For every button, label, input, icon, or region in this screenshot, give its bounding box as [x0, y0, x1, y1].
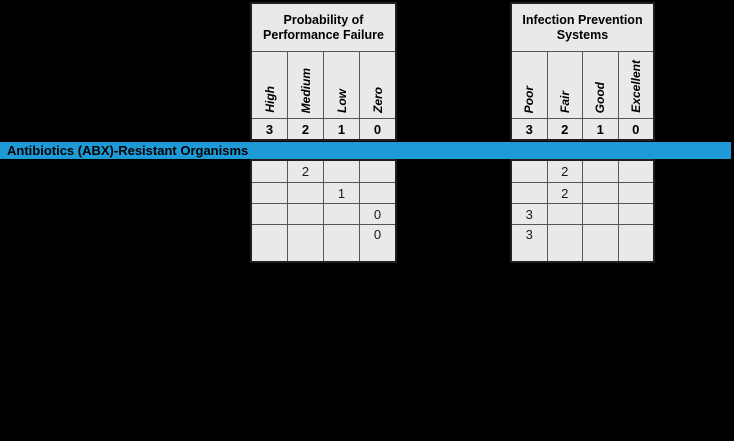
rating-cell: [618, 183, 653, 203]
infection-prevention-ratings-grid: 2 2 3 3: [510, 159, 655, 263]
column-header-zero-label: Zero: [370, 86, 385, 113]
performance-failure-ratings-grid: 2 1 0 0: [250, 159, 397, 263]
column-header-medium: Medium: [288, 52, 323, 118]
column-header-high-label: High: [262, 86, 277, 113]
performance-failure-title: Probability of Performance Failure: [252, 4, 395, 51]
column-header-poor-label: Poor: [522, 85, 537, 113]
infection-prevention-header-table: Infection Prevention Systems Poor Fair G…: [510, 2, 655, 141]
rating-cell: [252, 161, 287, 182]
rating-cell: [547, 204, 582, 224]
column-header-fair: Fair: [547, 52, 582, 118]
column-header-medium-label: Medium: [298, 67, 313, 113]
rating-cell: 3: [512, 225, 547, 261]
rating-cell: [583, 204, 618, 224]
score-cell-medium: 2: [288, 119, 323, 139]
column-header-low-label: Low: [334, 89, 349, 113]
rating-cell: [512, 161, 547, 182]
score-cell-poor: 3: [512, 119, 547, 139]
rating-cell: [288, 204, 323, 224]
abx-resistant-organisms-banner: Antibiotics (ABX)-Resistant Organisms: [0, 141, 731, 160]
score-cell-low: 1: [324, 119, 359, 139]
column-header-zero: Zero: [360, 52, 395, 118]
rating-cell: [583, 161, 618, 182]
rating-cell: [252, 204, 287, 224]
performance-failure-header-table: Probability of Performance Failure High …: [250, 2, 397, 141]
rating-cell: [512, 183, 547, 203]
column-header-excellent: Excellent: [618, 52, 653, 118]
column-header-good-label: Good: [593, 81, 608, 113]
score-cell-high: 3: [252, 119, 287, 139]
rating-cell: [618, 204, 653, 224]
rating-cell: 0: [360, 225, 395, 261]
rating-cell: 1: [324, 183, 359, 203]
rating-cell: 2: [547, 161, 582, 182]
rating-cell: 0: [360, 204, 395, 224]
column-header-excellent-label: Excellent: [628, 60, 643, 113]
rating-cell: 2: [547, 183, 582, 203]
rating-cell: [618, 225, 653, 261]
rating-cell: [252, 183, 287, 203]
rating-cell: [583, 183, 618, 203]
rating-cell: [288, 225, 323, 261]
rating-cell: [583, 225, 618, 261]
score-cell-fair: 2: [547, 119, 582, 139]
score-cell-good: 1: [583, 119, 618, 139]
rating-cell: [360, 183, 395, 203]
rating-cell: [547, 225, 582, 261]
rating-cell: [324, 204, 359, 224]
rating-cell: [288, 183, 323, 203]
column-header-poor: Poor: [512, 52, 547, 118]
infection-prevention-title: Infection Prevention Systems: [512, 4, 653, 51]
rating-cell: 2: [288, 161, 323, 182]
column-header-good: Good: [583, 52, 618, 118]
rating-cell: [324, 225, 359, 261]
column-header-fair-label: Fair: [557, 90, 572, 113]
column-header-low: Low: [324, 52, 359, 118]
score-cell-zero: 0: [360, 119, 395, 139]
rating-cell: [324, 161, 359, 182]
rating-cell: [252, 225, 287, 261]
column-header-high: High: [252, 52, 287, 118]
rating-cell: 3: [512, 204, 547, 224]
rating-cell: [618, 161, 653, 182]
score-cell-excellent: 0: [618, 119, 653, 139]
rating-cell: [360, 161, 395, 182]
abx-resistant-organisms-banner-label: Antibiotics (ABX)-Resistant Organisms: [7, 143, 249, 158]
